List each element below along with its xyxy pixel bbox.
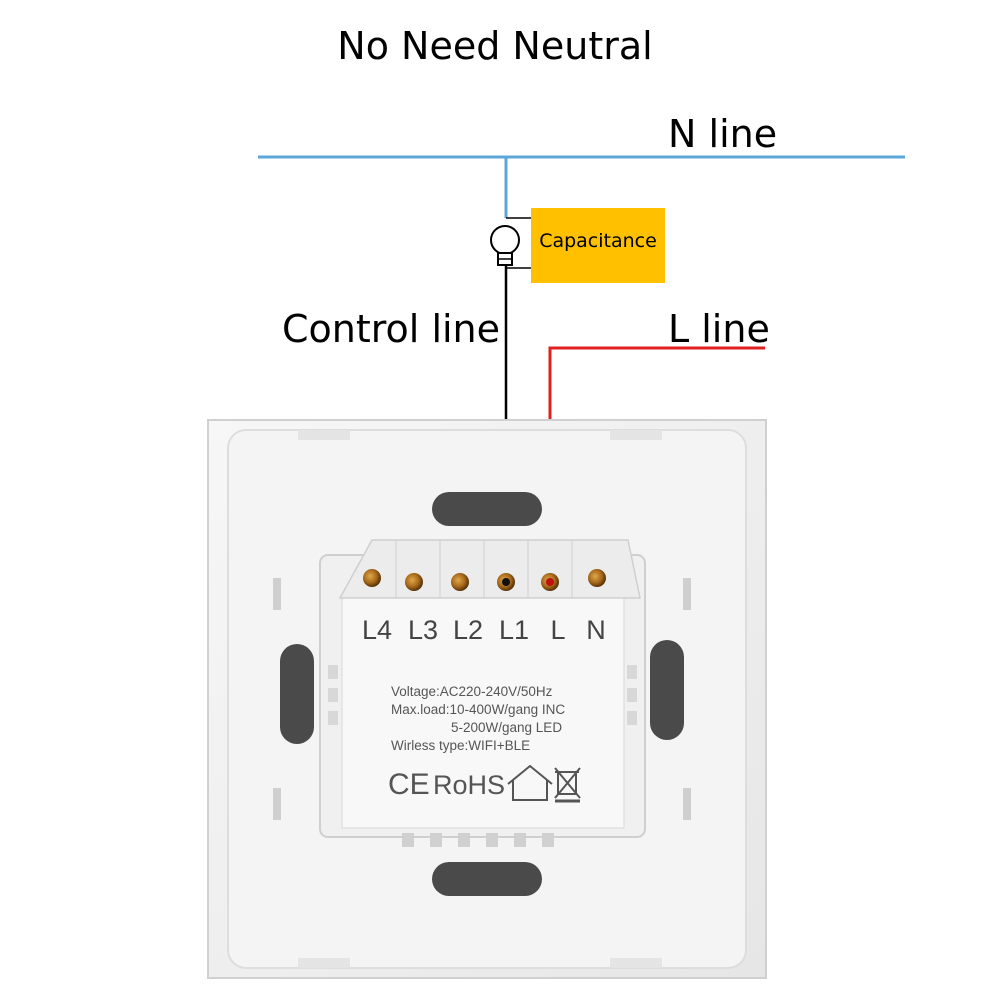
terminal-screws	[363, 569, 606, 591]
screw-l3	[405, 573, 423, 591]
terminal-label-n: N	[586, 615, 606, 645]
control-line-label: Control line	[282, 307, 501, 351]
capacitance-box	[531, 208, 665, 283]
mount-hole-bottom	[432, 862, 542, 896]
bulb-icon	[490, 225, 520, 266]
mount-hole-right	[650, 640, 684, 740]
ce-mark: CE	[388, 768, 430, 801]
l-line-label: L line	[668, 307, 770, 351]
rohs-mark: RoHS	[433, 770, 506, 800]
capacitance-label: Capacitance	[539, 230, 657, 252]
screw-n	[588, 569, 606, 587]
mount-hole-left	[280, 644, 314, 744]
spec-max-load-inc: Max.load:10-400W/gang INC	[391, 702, 566, 717]
screw-l4	[363, 569, 381, 587]
home-icon	[507, 764, 553, 801]
terminal-label-l2: L2	[452, 615, 484, 645]
weee-bin-icon	[554, 767, 581, 803]
terminal-label-l1: L1	[498, 615, 530, 645]
terminal-label-l4: L4	[361, 615, 393, 645]
screw-l2	[451, 573, 469, 591]
terminal-label-l: L	[550, 615, 566, 645]
mount-hole-top	[432, 492, 542, 526]
diagram-title: No Need Neutral	[337, 24, 653, 68]
spec-voltage: Voltage:AC220-240V/50Hz	[391, 684, 553, 699]
n-line-label: N line	[668, 112, 778, 156]
spec-max-load-led: 5-200W/gang LED	[451, 720, 563, 735]
spec-wireless: Wirless type:WIFI+BLE	[391, 738, 531, 753]
terminal-label-l3: L3	[407, 615, 439, 645]
